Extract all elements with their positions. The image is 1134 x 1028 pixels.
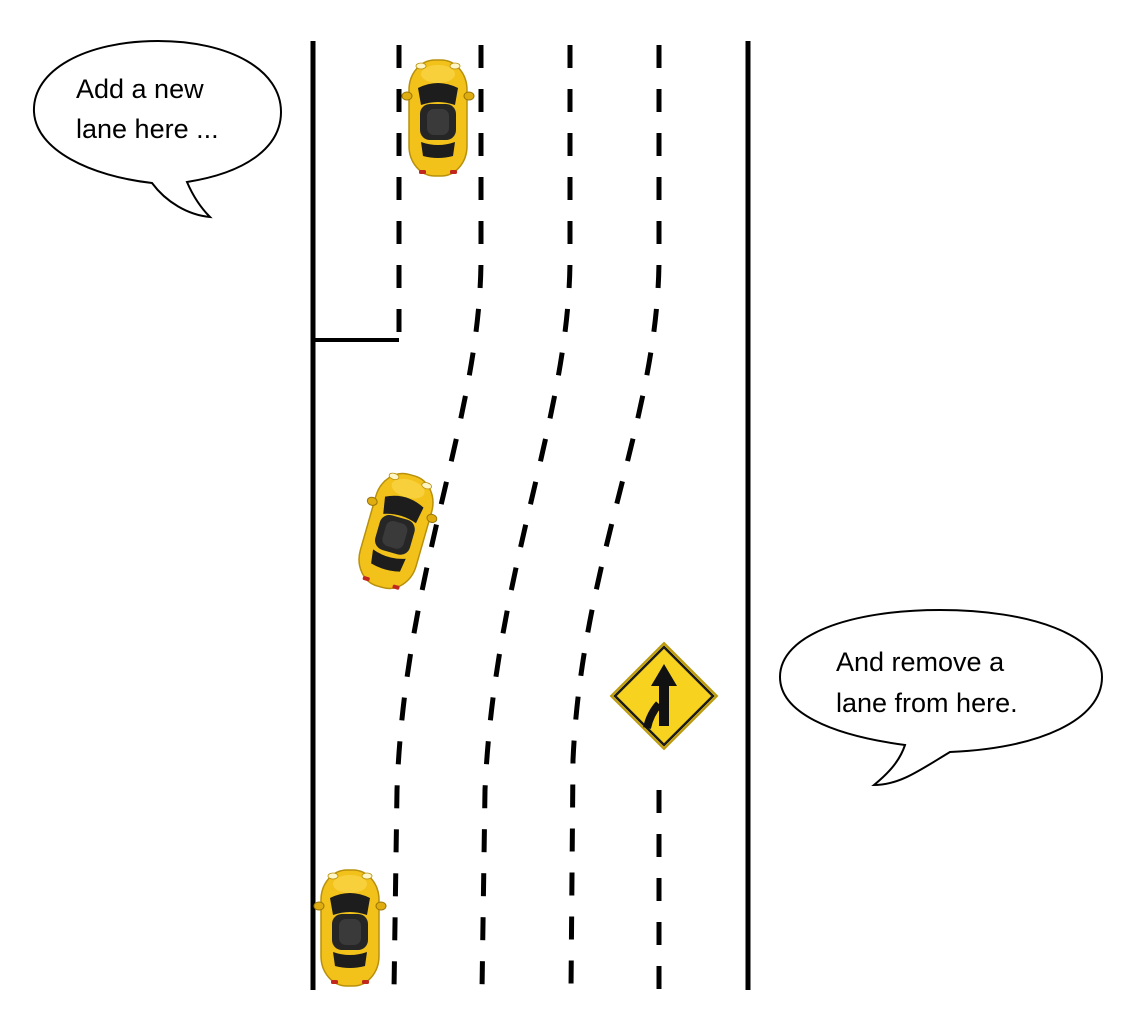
car-top: [401, 59, 475, 177]
callout-add-lane: Add a new lane here ...: [32, 39, 283, 219]
callout-add-lane-line2: lane here ...: [76, 114, 219, 144]
lane-merge-sign-icon: [609, 641, 719, 751]
callout-remove-lane-line2: lane from here.: [836, 688, 1018, 718]
lane-divider-4: [568, 45, 662, 991]
callout-remove-lane-line1: And remove a: [836, 647, 1005, 677]
callout-remove-lane: And remove a lane from here.: [778, 608, 1104, 787]
callout-add-lane-line1: Add a new: [76, 74, 204, 104]
car-middle: [344, 464, 448, 598]
lane-divider-2: [391, 45, 484, 991]
car-bottom: [313, 869, 387, 987]
lane-divider-3: [479, 45, 573, 991]
